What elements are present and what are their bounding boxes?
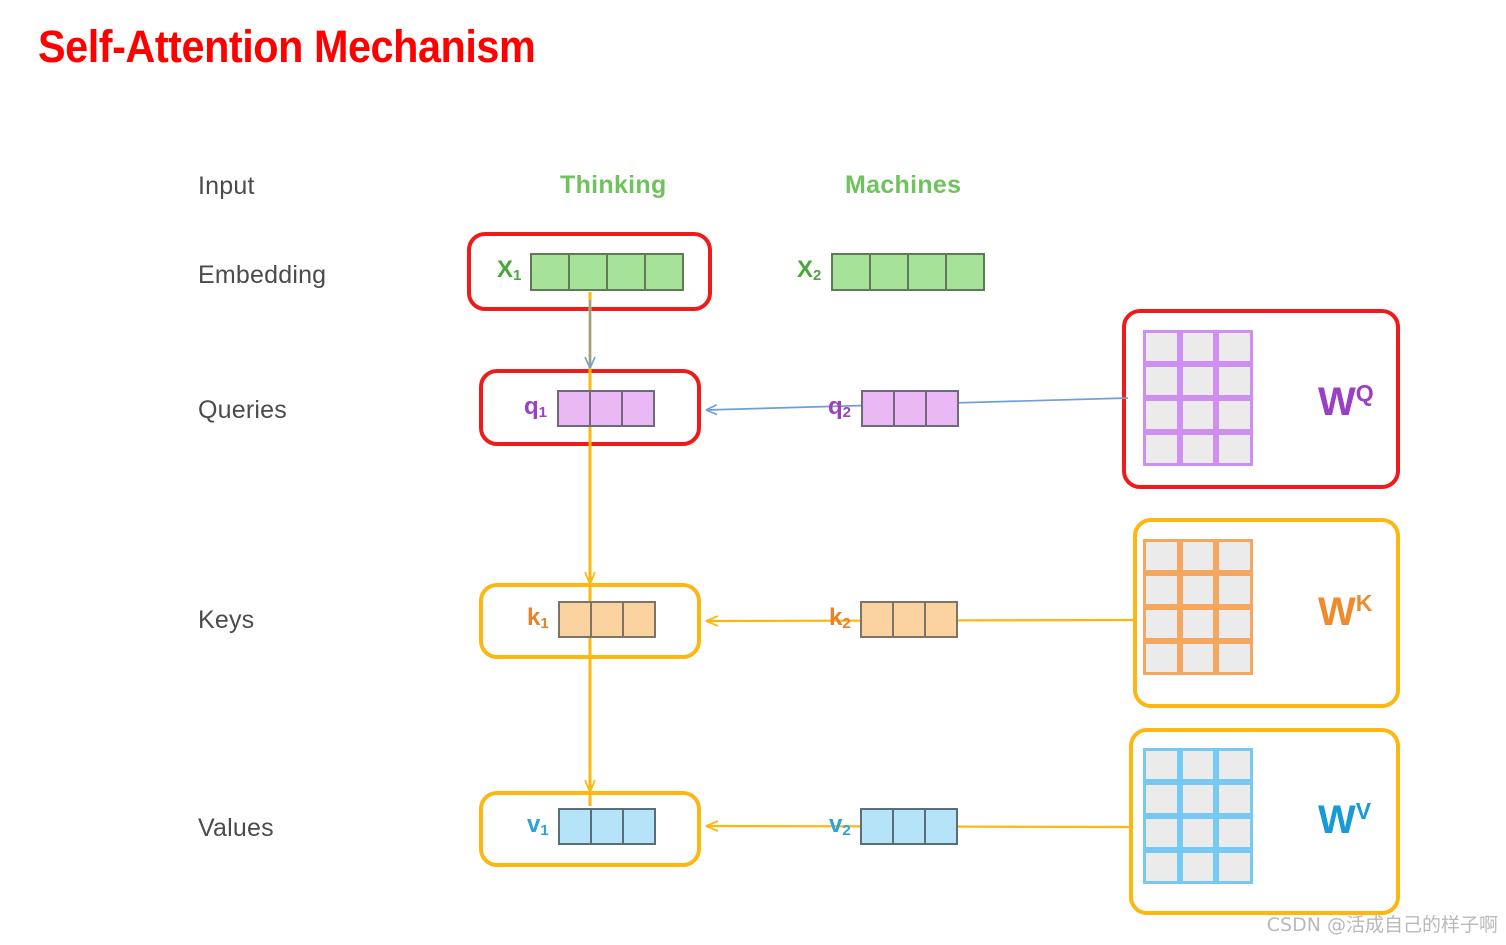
weight-label-wv: WV [1318, 798, 1372, 842]
vector-x2 [831, 253, 985, 291]
vector-label-q1: q1 [524, 393, 548, 421]
vector-k2 [860, 601, 958, 638]
word-header-machines: Machines [845, 171, 962, 199]
highlight-wk-box [1133, 518, 1400, 708]
weight-matrix-wv [1143, 748, 1253, 884]
row-label-keys: Keys [198, 606, 255, 634]
vector-label-v2: v2 [829, 811, 851, 839]
weight-matrix-wk [1143, 539, 1253, 675]
vector-v1 [558, 808, 656, 845]
vector-q1 [557, 390, 655, 427]
vector-label-k2: k2 [829, 604, 851, 632]
vector-label-x1: X1 [497, 256, 522, 284]
watermark: CSDN @活成自己的样子啊 [1266, 914, 1498, 936]
vector-q2 [861, 390, 959, 427]
vector-x1 [530, 253, 684, 291]
vector-label-v1: v1 [527, 811, 549, 839]
weight-matrix-wq [1143, 330, 1253, 466]
weight-label-wk: WK [1318, 590, 1373, 634]
vector-label-q2: q2 [828, 393, 852, 421]
word-header-thinking: Thinking [560, 171, 667, 199]
row-label-embedding: Embedding [198, 261, 327, 289]
vector-v2 [860, 808, 958, 845]
vector-k1 [558, 601, 656, 638]
vector-label-x2: X2 [797, 256, 822, 284]
row-label-values: Values [198, 814, 274, 842]
weight-label-wq: WQ [1318, 380, 1374, 424]
row-label-input: Input [198, 172, 255, 200]
row-label-queries: Queries [198, 396, 287, 424]
vector-label-k1: k1 [527, 604, 549, 632]
highlight-wv-box [1129, 728, 1400, 915]
page-title: Self-Attention Mechanism [38, 21, 536, 72]
